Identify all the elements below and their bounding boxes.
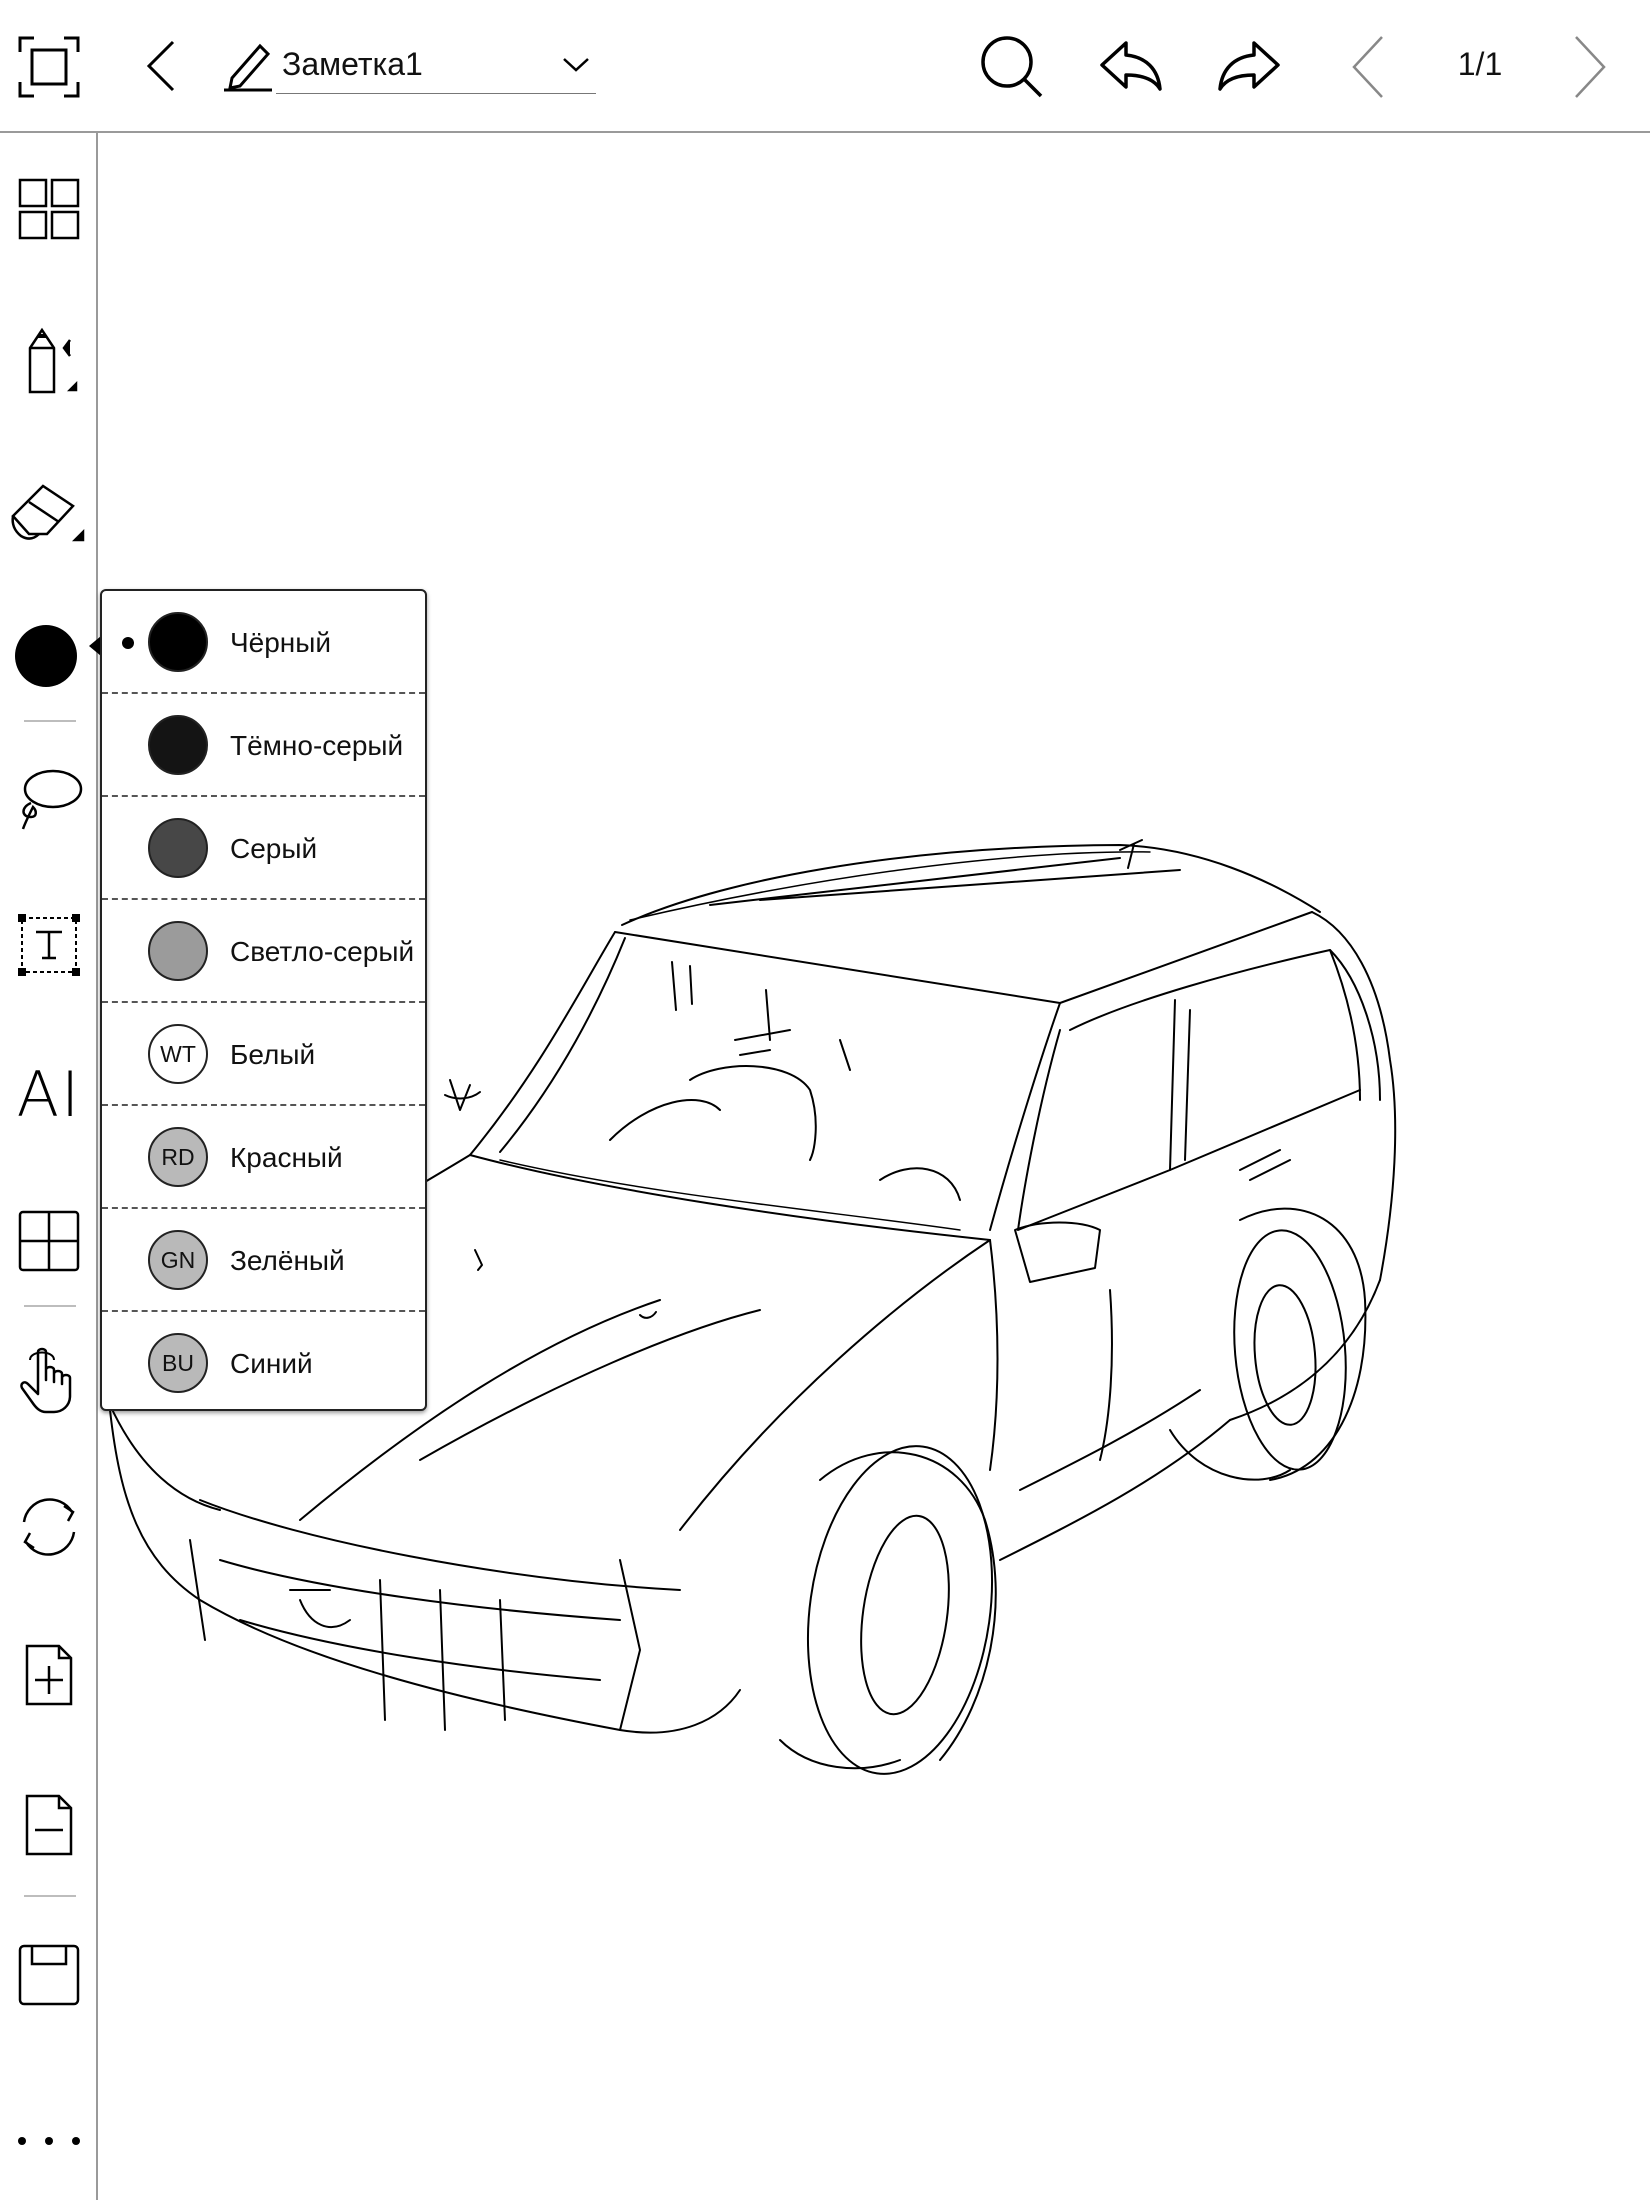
color-swatch: RD — [148, 1127, 208, 1187]
top-toolbar: Заметка1 1/1 — [0, 0, 1650, 133]
refresh-icon[interactable] — [0, 1485, 98, 1569]
lasso-icon[interactable] — [0, 755, 98, 839]
search-icon[interactable] — [976, 34, 1048, 100]
color-label: Тёмно-серый — [230, 730, 404, 761]
drawing-canvas[interactable] — [100, 135, 1650, 2200]
color-swatch: WT — [148, 1024, 208, 1084]
car-sketch — [109, 839, 1397, 1775]
color-option-light-gray[interactable]: Светло-серый — [102, 900, 425, 1003]
redo-icon[interactable] — [1214, 38, 1284, 94]
color-label: Светло-серый — [230, 936, 415, 967]
color-label: Красный — [230, 1142, 343, 1173]
sidebar-divider — [24, 720, 76, 722]
popup-pointer — [89, 636, 101, 656]
title-field[interactable]: Заметка1 — [220, 34, 596, 96]
more-icon[interactable] — [0, 2111, 98, 2171]
back-arrow-icon[interactable] — [138, 36, 184, 96]
color-option-red[interactable]: RD Красный — [102, 1106, 425, 1209]
color-icon[interactable] — [0, 611, 98, 701]
color-swatch — [148, 612, 208, 672]
sidebar-divider — [24, 1305, 76, 1307]
color-option-blue[interactable]: BU Синий — [102, 1312, 425, 1415]
tool-sidebar: AI — [0, 133, 98, 2200]
color-option-dark-gray[interactable]: Тёмно-серый — [102, 694, 425, 797]
color-swatch: BU — [148, 1333, 208, 1393]
color-label: Белый — [230, 1039, 316, 1070]
sidebar-divider — [24, 1895, 76, 1897]
color-label: Серый — [230, 833, 318, 864]
title-underline — [276, 93, 596, 94]
color-option-gray[interactable]: Серый — [102, 797, 425, 900]
color-option-white[interactable]: WT Белый — [102, 1003, 425, 1106]
color-swatch — [148, 818, 208, 878]
eraser-icon[interactable] — [0, 469, 98, 553]
color-swatch: GN — [148, 1230, 208, 1290]
color-label: Зелёный — [230, 1245, 345, 1276]
template-icon[interactable] — [0, 1203, 98, 1279]
chevron-down-icon[interactable] — [562, 56, 590, 79]
selected-indicator — [122, 637, 134, 649]
chevron-right-icon[interactable] — [1568, 34, 1612, 100]
undo-icon[interactable] — [1096, 38, 1166, 94]
pencil-icon — [222, 38, 274, 97]
remove-page-icon[interactable] — [0, 1783, 98, 1867]
ai-label: AI — [16, 1057, 82, 1131]
color-swatch — [148, 715, 208, 775]
note-title: Заметка1 — [282, 46, 423, 82]
text-box-icon[interactable] — [0, 905, 98, 985]
page-indicator: 1/1 — [1457, 46, 1503, 82]
color-option-green[interactable]: GN Зелёный — [102, 1209, 425, 1312]
color-swatch — [148, 921, 208, 981]
color-label: Чёрный — [230, 627, 332, 658]
color-label: Синий — [230, 1348, 313, 1379]
color-picker-popup: Чёрный Тёмно-серый Серый Светло-серый WT… — [100, 589, 427, 1411]
chevron-left-icon[interactable] — [1346, 34, 1390, 100]
color-option-black[interactable]: Чёрный — [102, 591, 425, 694]
save-icon[interactable] — [0, 1933, 98, 2017]
grid-view-icon[interactable] — [0, 173, 98, 245]
hand-touch-icon[interactable] — [0, 1339, 98, 1423]
ai-icon[interactable]: AI — [0, 1049, 98, 1139]
fullscreen-icon[interactable] — [14, 34, 84, 100]
add-page-icon[interactable] — [0, 1633, 98, 1717]
pen-icon[interactable] — [0, 319, 98, 403]
